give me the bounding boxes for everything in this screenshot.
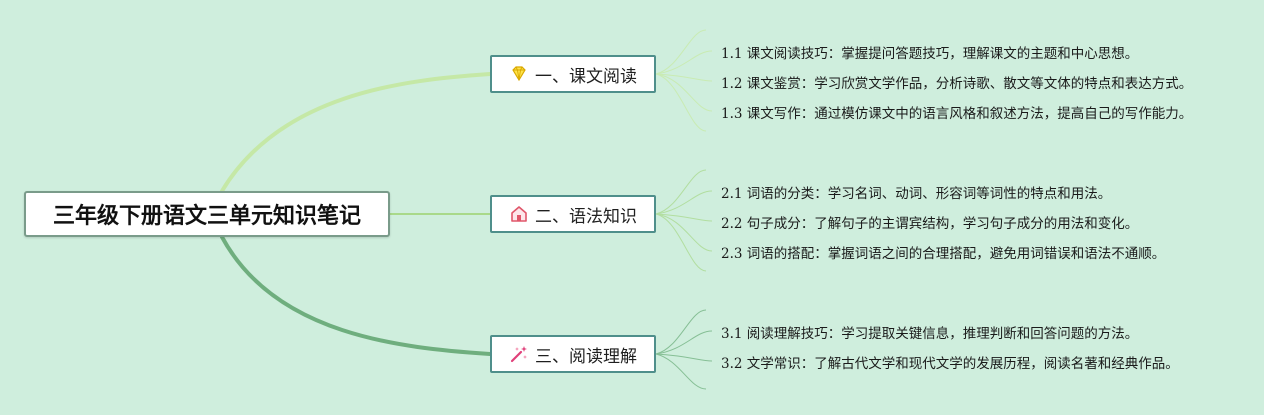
- branch-3-fan: [655, 309, 713, 390]
- house-icon: [509, 204, 529, 224]
- branch-node-label: 二、语法知识: [535, 206, 637, 227]
- branch-node-reading[interactable]: 一、课文阅读: [490, 55, 656, 93]
- root-node-label: 三年级下册语文三单元知识笔记: [52, 204, 361, 229]
- connector-root-to-branch-3: [220, 235, 492, 356]
- root-node[interactable]: 三年级下册语文三单元知识笔记: [24, 191, 390, 237]
- branch-node-comprehension[interactable]: 三、阅读理解: [490, 335, 656, 373]
- leaf-1-3[interactable]: 1.3 课文写作：通过模仿课文中的语言风格和叙述方法，提高自己的写作能力。: [721, 106, 1193, 122]
- leaf-2-2[interactable]: 2.2 句子成分：了解句子的主谓宾结构，学习句子成分的用法和变化。: [721, 216, 1139, 232]
- leaf-1-1[interactable]: 1.1 课文阅读技巧：掌握提问答题技巧，理解课文的主题和中心思想。: [721, 46, 1139, 62]
- leaf-2-3[interactable]: 2.3 词语的搭配：掌握词语之间的合理搭配，避免用词错误和语法不通顺。: [721, 246, 1166, 262]
- branch-node-grammar[interactable]: 二、语法知识: [490, 195, 656, 233]
- magic-wand-icon: [509, 344, 529, 364]
- connector-root-to-branch-1: [220, 72, 492, 193]
- leaf-3-1[interactable]: 3.1 阅读理解技巧：学习提取关键信息，推理判断和回答问题的方法。: [721, 326, 1139, 342]
- leaf-3-2[interactable]: 3.2 文学常识：了解古代文学和现代文学的发展历程，阅读名著和经典作品。: [721, 356, 1179, 372]
- leaf-1-2[interactable]: 1.2 课文鉴赏：学习欣赏文学作品，分析诗歌、散文等文体的特点和表达方式。: [721, 76, 1193, 92]
- branch-1-fan: [655, 29, 713, 132]
- branch-node-label: 一、课文阅读: [535, 66, 637, 87]
- branch-2-fan: [655, 169, 713, 272]
- leaf-2-1[interactable]: 2.1 词语的分类：学习名词、动词、形容词等词性的特点和用法。: [721, 186, 1112, 202]
- diamond-icon: [509, 64, 529, 84]
- branch-node-label: 三、阅读理解: [535, 346, 637, 367]
